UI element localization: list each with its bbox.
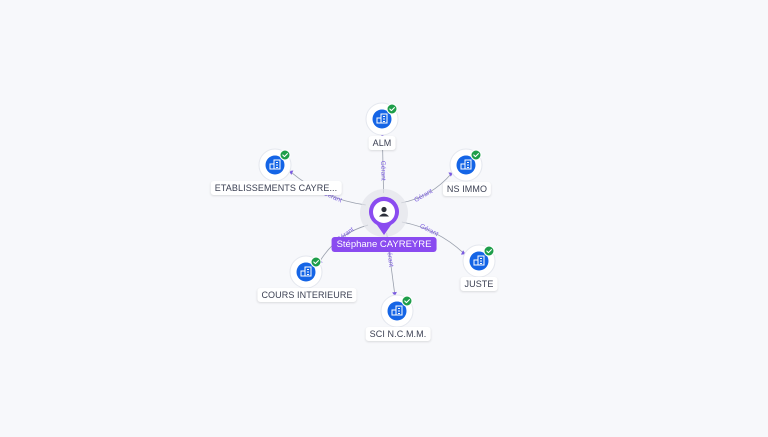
- building-icon: [473, 255, 485, 266]
- building-icon: [460, 159, 472, 170]
- edge-ns-immo: [401, 173, 452, 204]
- verified-check-icon: [310, 256, 322, 268]
- verified-check-icon: [386, 103, 398, 115]
- company-label-ns-immo[interactable]: NS IMMO: [442, 182, 492, 196]
- company-node-alm[interactable]: [365, 102, 399, 136]
- company-label-sci-ncmm[interactable]: SCI N.C.M.M.: [365, 327, 431, 341]
- company-label-cours-interieure[interactable]: COURS INTERIEURE: [257, 288, 357, 302]
- person-node[interactable]: [360, 189, 408, 237]
- edge-juste: [401, 221, 465, 254]
- building-icon: [269, 159, 281, 170]
- company-node-sci-ncmm[interactable]: [380, 294, 414, 328]
- edge-label-alm: Gérant: [379, 161, 386, 181]
- edge-label-ns-immo: Gérant: [413, 188, 434, 204]
- person-icon: [379, 206, 389, 217]
- building-icon: [376, 113, 388, 124]
- verified-check-icon: [483, 245, 495, 257]
- building-icon: [391, 305, 403, 316]
- person-label[interactable]: Stéphane CAYREYRE: [331, 237, 437, 252]
- company-label-etablissements[interactable]: ETABLISSEMENTS CAYRE...: [210, 181, 342, 195]
- edge-label-sci-ncmm: Gérant: [385, 247, 395, 268]
- company-label-juste[interactable]: JUSTE: [460, 277, 498, 291]
- edge-label-juste: Gérant: [418, 223, 439, 238]
- verified-check-icon: [279, 149, 291, 161]
- company-node-ns-immo[interactable]: [449, 148, 483, 182]
- company-label-alm[interactable]: ALM: [368, 136, 396, 150]
- building-icon: [300, 266, 312, 277]
- edge-arrow-ns-immo: [448, 172, 454, 177]
- company-node-juste[interactable]: [462, 244, 496, 278]
- verified-check-icon: [401, 295, 413, 307]
- edge-arrow-sci-ncmm: [392, 291, 397, 297]
- verified-check-icon: [470, 149, 482, 161]
- company-node-cours-interieure[interactable]: [289, 255, 323, 289]
- company-node-etablissements[interactable]: [258, 148, 292, 182]
